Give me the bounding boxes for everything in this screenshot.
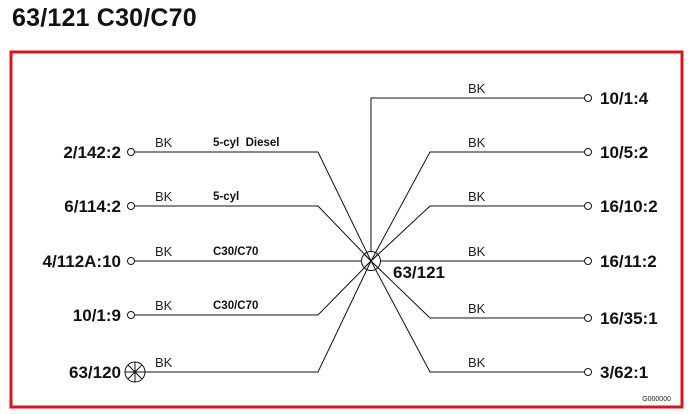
wire-color-label: BK <box>468 189 486 204</box>
wire-color-label: BK <box>155 135 173 150</box>
connector-pin-icon[interactable] <box>584 368 592 376</box>
wire-color-label: BK <box>155 355 173 370</box>
wire-note-label: 5-cyl <box>213 191 239 203</box>
connector-pin-icon[interactable] <box>584 94 592 102</box>
connector-pin-icon[interactable] <box>584 202 592 210</box>
wire-right-5[interactable] <box>370 260 584 319</box>
wire-color-label: BK <box>468 244 486 259</box>
right-connector-label: 16/11:2 <box>600 252 657 271</box>
connector-pin-icon[interactable] <box>127 311 135 319</box>
wire-note-label: C30/C70 <box>213 300 258 312</box>
splice-63-120-icon[interactable] <box>124 361 146 383</box>
footer-code: G000000 <box>642 396 671 403</box>
wire-left-2[interactable] <box>135 205 372 262</box>
wire-right-6[interactable] <box>370 260 584 373</box>
wire-color-label: BK <box>468 135 486 150</box>
wire-color-label: BK <box>468 301 486 316</box>
left-connector-label: 63/120 <box>69 363 121 382</box>
wire-right-3[interactable] <box>370 205 584 262</box>
right-connector-label: 16/35:1 <box>600 309 658 328</box>
wire-right-2[interactable] <box>370 151 584 262</box>
wire-color-label: BK <box>155 189 173 204</box>
connector-pin-icon[interactable] <box>127 202 135 210</box>
wire-left-1[interactable] <box>135 151 372 262</box>
wire-left-5[interactable] <box>145 260 372 373</box>
wire-color-label: BK <box>155 244 173 259</box>
wire-note-label: C30/C70 <box>213 246 258 258</box>
wire-left-4[interactable] <box>135 260 372 316</box>
right-connector-label: 16/10:2 <box>600 197 658 216</box>
right-connector-label: 3/62:1 <box>600 363 648 382</box>
connector-pin-icon[interactable] <box>127 257 135 265</box>
left-connector-label: 2/142:2 <box>63 143 121 162</box>
right-connector-label: 10/5:2 <box>600 143 648 162</box>
left-wires <box>135 151 372 373</box>
wire-color-label: BK <box>468 81 486 96</box>
diagram-frame <box>9 50 684 409</box>
wire-color-label: BK <box>155 298 173 313</box>
right-wires <box>370 97 584 373</box>
wire-color-label: BK <box>468 355 486 370</box>
connector-pin-icon[interactable] <box>127 148 135 156</box>
wire-note-label: 5-cyl Diesel <box>213 137 279 149</box>
left-connector-label: 4/112A:10 <box>43 252 121 271</box>
connector-pin-icon[interactable] <box>584 314 592 322</box>
splice-label: 63/121 <box>393 263 445 282</box>
right-connector-label: 10/1:4 <box>600 89 649 108</box>
connector-pin-icon[interactable] <box>584 257 592 265</box>
connector-pin-icon[interactable] <box>584 148 592 156</box>
wire-right-1[interactable] <box>370 97 584 252</box>
left-connector-label: 10/1:9 <box>73 306 121 325</box>
left-connector-label: 6/114:2 <box>64 197 121 216</box>
page-title: 63/121 C30/C70 <box>12 4 197 32</box>
